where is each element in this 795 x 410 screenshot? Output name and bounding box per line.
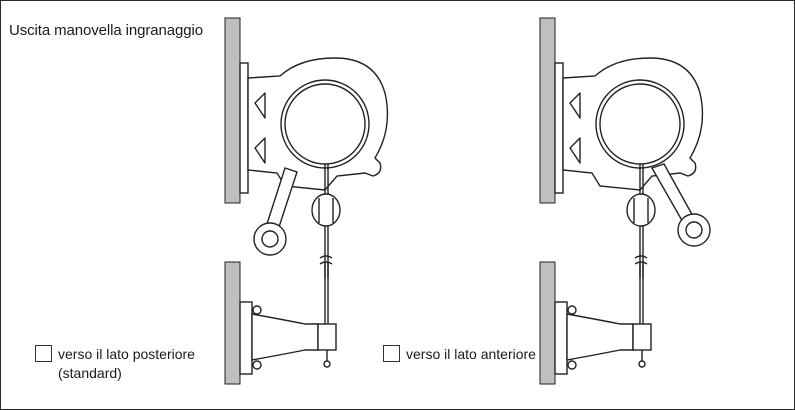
option-front-label: verso il lato anteriore <box>406 346 536 362</box>
option-rear-checkbox[interactable] <box>35 345 52 362</box>
option-rear[interactable]: verso il lato posteriore (standard) <box>35 345 195 381</box>
option-front-checkbox[interactable] <box>383 345 400 362</box>
diagram-title: Uscita manovella ingranaggio <box>9 22 203 39</box>
option-rear-sublabel: (standard) <box>58 365 122 381</box>
option-front[interactable]: verso il lato anteriore <box>383 345 536 363</box>
option-rear-label: verso il lato posteriore <box>58 346 195 362</box>
